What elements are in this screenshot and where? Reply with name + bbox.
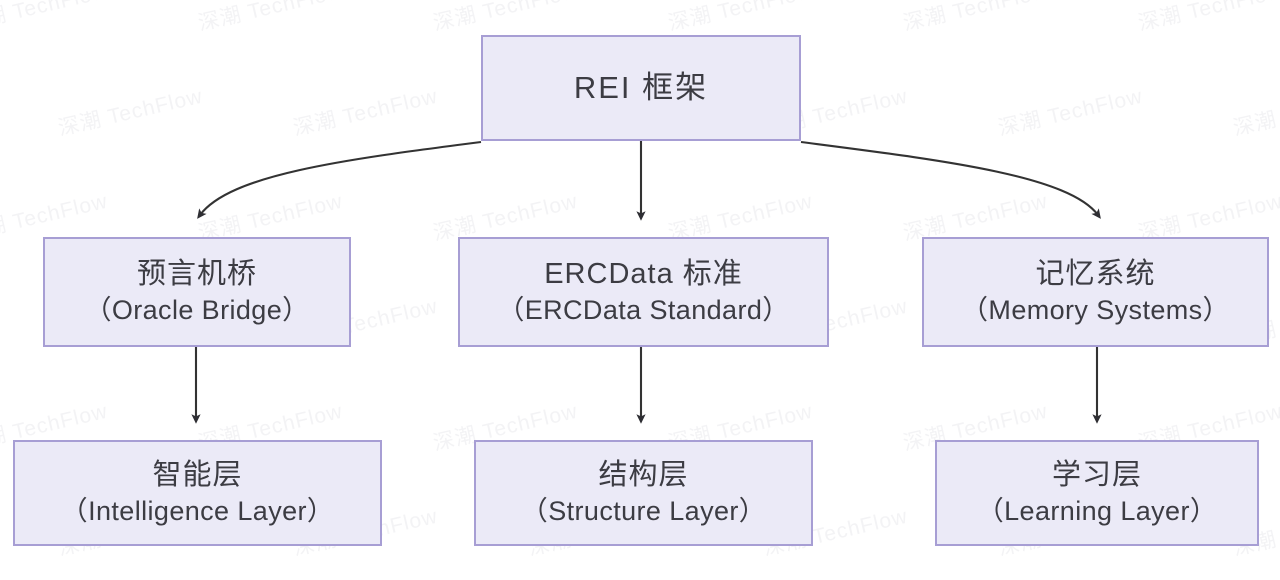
node-intelligence-layer-subtitle: （Intelligence Layer） xyxy=(60,496,335,527)
node-learning-layer-subtitle: （Learning Layer） xyxy=(976,496,1218,527)
node-memory-systems[interactable]: 记忆系统 （Memory Systems） xyxy=(922,237,1269,347)
node-ercdata-standard-subtitle: （ERCData Standard） xyxy=(497,295,790,326)
node-rei-framework[interactable]: REI 框架 xyxy=(481,35,801,141)
node-oracle-bridge-subtitle: （Oracle Bridge） xyxy=(84,295,310,326)
node-structure-layer[interactable]: 结构层 （Structure Layer） xyxy=(474,440,813,546)
node-learning-layer[interactable]: 学习层 （Learning Layer） xyxy=(935,440,1259,546)
edge-root-to-memory-systems xyxy=(800,140,1101,219)
node-memory-systems-subtitle: （Memory Systems） xyxy=(961,295,1230,326)
node-intelligence-layer-title: 智能层 xyxy=(152,459,243,492)
node-intelligence-layer[interactable]: 智能层 （Intelligence Layer） xyxy=(13,440,382,546)
node-oracle-bridge[interactable]: 预言机桥 （Oracle Bridge） xyxy=(43,237,351,347)
node-ercdata-standard-title: ERCData 标准 xyxy=(544,258,743,291)
node-structure-layer-subtitle: （Structure Layer） xyxy=(520,496,767,527)
node-structure-layer-title: 结构层 xyxy=(598,459,689,492)
node-ercdata-standard[interactable]: ERCData 标准 （ERCData Standard） xyxy=(458,237,829,347)
node-memory-systems-title: 记忆系统 xyxy=(1035,258,1156,291)
edge-root-to-oracle-bridge xyxy=(197,140,482,219)
node-learning-layer-title: 学习层 xyxy=(1051,459,1142,492)
node-oracle-bridge-title: 预言机桥 xyxy=(136,258,257,291)
node-rei-framework-title: REI 框架 xyxy=(573,70,709,106)
